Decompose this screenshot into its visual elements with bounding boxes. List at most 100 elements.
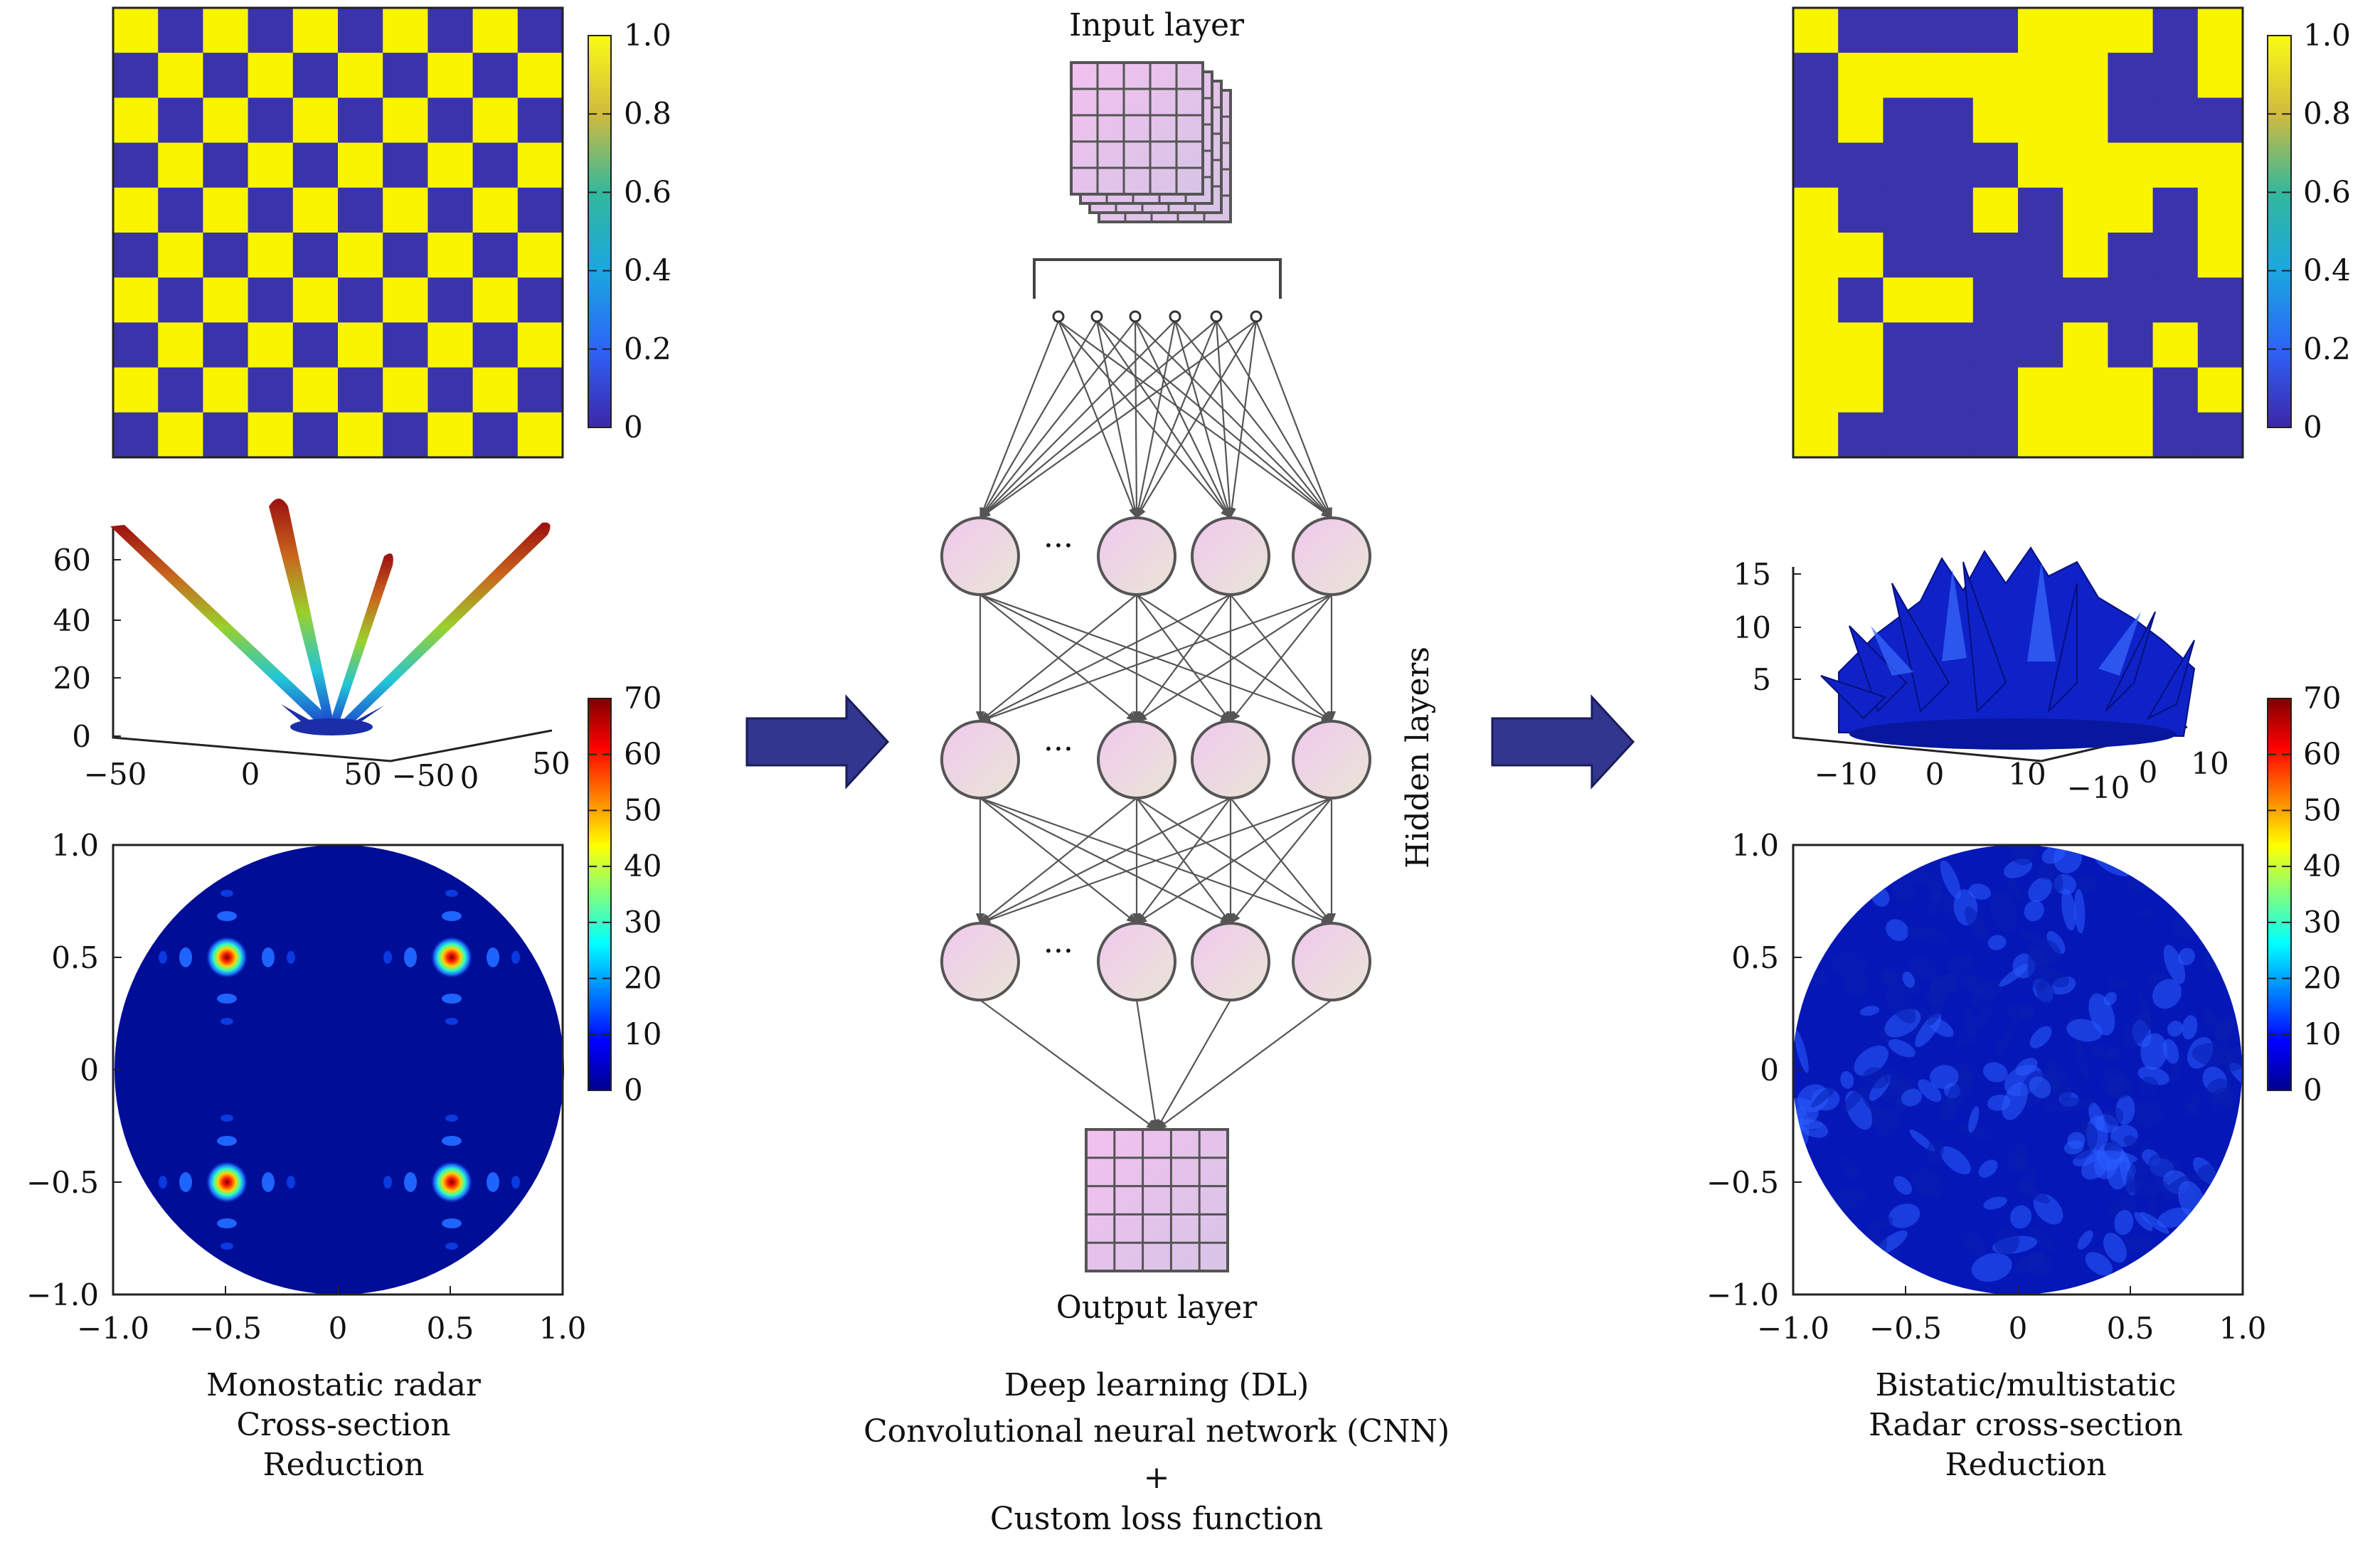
connection bbox=[1156, 999, 1231, 1131]
scatter-blob bbox=[2074, 888, 2086, 934]
coding-left-cell bbox=[248, 53, 294, 98]
y-tick-label: 0 bbox=[80, 1053, 99, 1088]
scatter-blob bbox=[1956, 1030, 1977, 1046]
coding-right-cell bbox=[1972, 367, 2019, 413]
scatter-blob bbox=[1888, 1039, 1916, 1058]
coding-right-cell bbox=[1838, 277, 1884, 323]
scatter-blob bbox=[2121, 1012, 2152, 1049]
z-tick-label: 15 bbox=[1733, 557, 1771, 592]
coding-left-cell bbox=[248, 97, 294, 144]
scatter-blob bbox=[1930, 1065, 1959, 1090]
coding-right-cell bbox=[1928, 8, 1974, 53]
scatter-blob bbox=[2046, 930, 2066, 955]
coding-right-cell bbox=[1883, 322, 1929, 368]
coding-left-cell bbox=[158, 142, 203, 188]
coding-right-cell bbox=[2108, 8, 2154, 53]
scatter-blob bbox=[2169, 1056, 2183, 1084]
coding-left-cell bbox=[158, 8, 203, 53]
sidelobe bbox=[217, 994, 237, 1004]
center-caption-4: Custom loss function bbox=[990, 1501, 1323, 1537]
z-tick-label: 60 bbox=[53, 543, 91, 578]
coding-left-cell bbox=[427, 367, 474, 413]
scatter-blob bbox=[1940, 1146, 1971, 1175]
scatter-blob bbox=[1811, 1080, 1841, 1108]
scatter-blob bbox=[1886, 919, 1909, 942]
x-tick-label: 50 bbox=[344, 757, 381, 792]
coding-left-cell bbox=[113, 142, 159, 188]
coding-left-cell bbox=[113, 8, 159, 53]
ellipsis-2: ··· bbox=[1043, 731, 1073, 767]
scatter-blob bbox=[2104, 1107, 2124, 1126]
coding-right-cell bbox=[1883, 367, 1929, 413]
sidelobe bbox=[445, 1115, 458, 1122]
scatter-blob bbox=[2009, 845, 2036, 866]
coding-left-cell bbox=[383, 97, 428, 144]
coding-right-cell bbox=[2152, 322, 2199, 368]
coding-right-cell bbox=[2018, 8, 2063, 53]
colorbar-tick-label: 0.6 bbox=[2303, 174, 2351, 209]
neuron bbox=[940, 516, 1020, 596]
arrow-left bbox=[745, 694, 890, 790]
sidelobe bbox=[442, 994, 462, 1004]
input-node bbox=[1169, 310, 1181, 323]
coding-left-cell bbox=[383, 8, 428, 53]
coding-right-cell bbox=[2197, 53, 2243, 98]
sidelobe bbox=[383, 1176, 392, 1189]
connection bbox=[1227, 320, 1258, 519]
scatter-blob bbox=[2029, 1226, 2055, 1252]
coding-left-cell bbox=[472, 322, 519, 368]
coding-right-cell bbox=[1928, 322, 1974, 368]
coding-left-cell bbox=[158, 187, 203, 233]
sidelobe bbox=[511, 951, 520, 964]
input-node bbox=[1129, 310, 1142, 323]
scatter-blob bbox=[2015, 1058, 2038, 1076]
scatter-blob bbox=[2061, 888, 2076, 931]
coding-right-cell bbox=[2018, 367, 2063, 413]
connection bbox=[1174, 320, 1233, 519]
coding-right-cell bbox=[2197, 277, 2243, 323]
coding-right-cell bbox=[2108, 412, 2154, 458]
coding-left-cell bbox=[517, 233, 563, 278]
coding-right-cell bbox=[2018, 53, 2063, 98]
coding-left-cell bbox=[427, 187, 474, 233]
sidelobe bbox=[262, 947, 275, 967]
coding-left-cell bbox=[113, 233, 159, 278]
scatter-blob bbox=[2002, 1082, 2028, 1120]
coding-right-cell bbox=[2197, 8, 2243, 53]
scatter-blob bbox=[1938, 1097, 1957, 1121]
coding-right-cell bbox=[1972, 142, 2019, 188]
z-tick-label: 0 bbox=[72, 719, 91, 754]
coding-right-cell bbox=[1883, 97, 1929, 144]
coding-right-cell bbox=[1928, 233, 1974, 278]
sidelobe bbox=[217, 1136, 237, 1146]
beam-spot bbox=[206, 1161, 248, 1203]
coding-right-cell bbox=[1838, 8, 1884, 53]
scatter-blob bbox=[2074, 1098, 2094, 1110]
sidelobe bbox=[221, 1018, 233, 1025]
coding-left-cell bbox=[292, 367, 339, 413]
sidelobe bbox=[287, 1176, 295, 1189]
y-tick-label: 0 bbox=[1760, 1053, 1779, 1088]
connection bbox=[979, 797, 1231, 924]
coding-right-cell bbox=[1838, 187, 1884, 233]
colorbar-tick-label: 0 bbox=[624, 1073, 643, 1107]
scatter-blob bbox=[1794, 1030, 1809, 1073]
x-tick-label: −10 bbox=[1815, 757, 1878, 792]
coding-right-cell bbox=[2018, 322, 2063, 368]
colorbar-top-left bbox=[588, 35, 612, 428]
sidelobe bbox=[442, 1136, 462, 1146]
scatter-blob bbox=[2224, 1046, 2242, 1071]
hidden-layers-label: Hidden layers bbox=[1400, 647, 1436, 868]
coding-left-cell bbox=[338, 367, 383, 413]
scatter-blob bbox=[1999, 963, 2029, 987]
colorbar-tick-label: 0 bbox=[2303, 410, 2322, 445]
sidelobe bbox=[404, 1172, 417, 1192]
connection bbox=[1230, 797, 1332, 925]
scatter-blob bbox=[1982, 1062, 2008, 1083]
connection bbox=[1095, 320, 1139, 519]
coding-right-cell bbox=[2063, 412, 2108, 458]
radiation-pattern-3d-right bbox=[1792, 546, 2196, 762]
coding-right-cell bbox=[1838, 97, 1884, 144]
coding-right-cell bbox=[1883, 187, 1929, 233]
